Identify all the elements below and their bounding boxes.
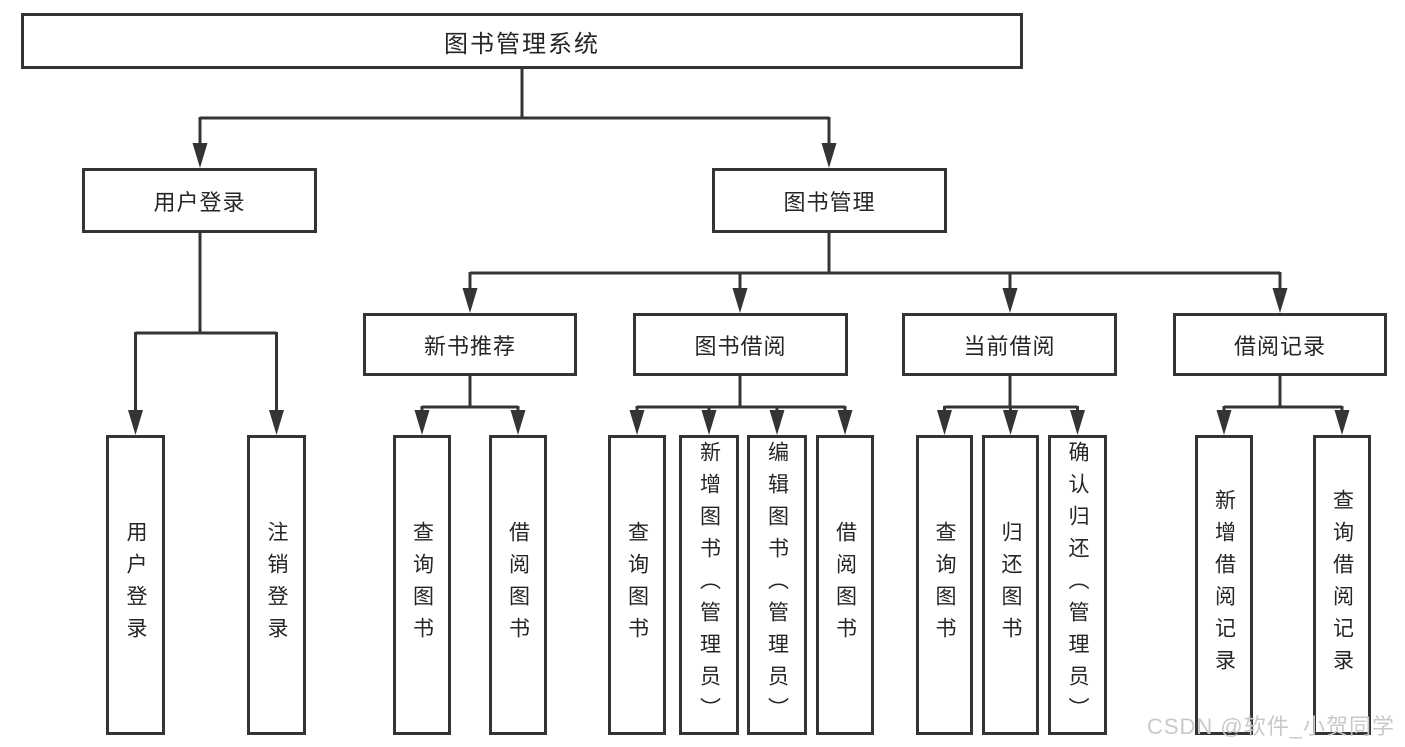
leaf-bb-add-books-label: 新增图书（管理员） bbox=[697, 441, 721, 729]
node-user-login: 用户登录 bbox=[82, 168, 317, 233]
leaf-cb-confirm-return: 确认归还（管理员） bbox=[1048, 435, 1107, 735]
arrowhead bbox=[269, 410, 284, 435]
leaf-nbr-query-books-label: 查询图书 bbox=[410, 521, 434, 649]
arrowhead bbox=[462, 288, 478, 313]
leaf-cb-query-books: 查询图书 bbox=[916, 435, 973, 735]
node-book-management: 图书管理 bbox=[712, 168, 947, 233]
leaf-bb-add-books: 新增图书（管理员） bbox=[679, 435, 739, 735]
arrowhead bbox=[837, 410, 853, 435]
arrowhead bbox=[1272, 288, 1288, 313]
arrowhead bbox=[510, 410, 526, 435]
leaf-bb-borrow-books-label: 借阅图书 bbox=[833, 521, 857, 649]
arrowhead bbox=[629, 410, 645, 435]
arrowhead bbox=[1003, 410, 1018, 435]
arrowhead bbox=[128, 410, 143, 435]
leaf-cb-confirm-return-label: 确认归还（管理员） bbox=[1066, 441, 1089, 729]
node-book-borrow-label: 图书借阅 bbox=[694, 333, 787, 359]
arrowhead bbox=[1070, 410, 1085, 435]
leaf-cb-query-books-label: 查询图书 bbox=[933, 521, 956, 649]
arrowhead bbox=[937, 410, 952, 435]
leaf-br-query-record-label: 查询借阅记录 bbox=[1330, 489, 1354, 681]
connector-book-management bbox=[468, 233, 1282, 292]
arrowhead bbox=[821, 143, 837, 168]
leaf-user-login: 用户登录 bbox=[106, 435, 165, 735]
csdn-watermark: CSDN @软件_小贺同学 bbox=[1146, 714, 1395, 739]
leaf-br-add-record-label: 新增借阅记录 bbox=[1212, 489, 1236, 681]
connector-borrow-records bbox=[1222, 376, 1344, 412]
leaf-cb-return-books: 归还图书 bbox=[982, 435, 1039, 735]
arrowhead bbox=[414, 410, 430, 435]
leaf-br-add-record: 新增借阅记录 bbox=[1195, 435, 1253, 735]
leaf-nbr-query-books: 查询图书 bbox=[393, 435, 451, 735]
leaf-bb-borrow-books: 借阅图书 bbox=[816, 435, 874, 735]
node-user-login-label: 用户登录 bbox=[153, 189, 246, 215]
leaf-logout-label: 注销登录 bbox=[265, 521, 288, 649]
leaf-br-query-record: 查询借阅记录 bbox=[1313, 435, 1371, 735]
node-borrow-records: 借阅记录 bbox=[1173, 313, 1387, 376]
leaf-user-login-label: 用户登录 bbox=[124, 521, 147, 649]
leaf-nbr-borrow-books-label: 借阅图书 bbox=[506, 521, 530, 649]
node-current-borrow: 当前借阅 bbox=[902, 313, 1117, 376]
connector-book-borrow bbox=[635, 376, 847, 412]
node-root: 图书管理系统 bbox=[21, 13, 1023, 69]
leaf-logout: 注销登录 bbox=[247, 435, 306, 735]
node-new-book-recommend: 新书推荐 bbox=[363, 313, 577, 376]
node-new-book-recommend-label: 新书推荐 bbox=[423, 333, 516, 359]
leaf-bb-query-books-label: 查询图书 bbox=[625, 521, 649, 649]
arrowhead bbox=[1002, 288, 1018, 313]
arrowhead bbox=[769, 410, 785, 435]
leaf-bb-query-books: 查询图书 bbox=[608, 435, 666, 735]
node-root-label: 图书管理系统 bbox=[444, 30, 600, 58]
leaf-cb-return-books-label: 归还图书 bbox=[999, 521, 1022, 649]
node-book-management-label: 图书管理 bbox=[783, 189, 876, 215]
arrowhead bbox=[192, 143, 208, 168]
connector-root bbox=[198, 69, 831, 148]
arrowhead bbox=[1334, 410, 1350, 435]
leaf-nbr-borrow-books: 借阅图书 bbox=[489, 435, 547, 735]
connector-user-login bbox=[134, 233, 278, 412]
arrowhead bbox=[701, 410, 717, 435]
connector-new-book-recommend bbox=[420, 376, 520, 412]
connector-current-borrow bbox=[943, 376, 1079, 412]
leaf-bb-edit-books-label: 编辑图书（管理员） bbox=[765, 441, 789, 729]
node-borrow-records-label: 借阅记录 bbox=[1233, 333, 1326, 359]
node-book-borrow: 图书借阅 bbox=[633, 313, 848, 376]
arrowhead bbox=[732, 288, 748, 313]
node-current-borrow-label: 当前借阅 bbox=[963, 333, 1056, 359]
arrowhead bbox=[1216, 410, 1232, 435]
leaf-bb-edit-books: 编辑图书（管理员） bbox=[747, 435, 807, 735]
